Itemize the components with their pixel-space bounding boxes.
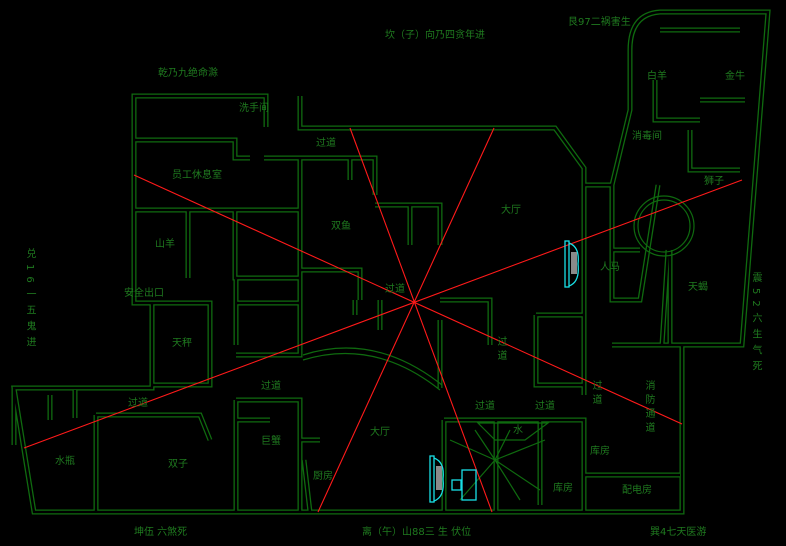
axis-line-n-s-2 <box>317 127 495 513</box>
room-kitchen: 厨房 <box>313 471 333 482</box>
label-north: 坎（子）向乃四贪年进 <box>385 30 485 41</box>
room-pisces: 双鱼 <box>331 221 351 232</box>
room-water: 水 <box>513 425 523 436</box>
label-southeast: 巽4七天医游 <box>650 527 707 538</box>
fixture-sofa-south <box>429 455 444 503</box>
label-northwest: 乾乃九绝命滁 <box>158 68 218 79</box>
axis-line-sw-ne <box>23 179 743 449</box>
room-aries: 白羊 <box>647 71 667 82</box>
room-hall-north: 大厅 <box>501 205 521 216</box>
fixture-desk <box>451 469 477 501</box>
room-taurus: 金牛 <box>725 71 745 82</box>
room-scorpio: 天蝎 <box>688 282 708 293</box>
room-corridor-4: 过道 <box>261 381 281 392</box>
room-corridor-8: 过道 <box>590 380 601 408</box>
label-southwest: 坤伍 六煞死 <box>134 527 188 538</box>
room-capricorn: 山羊 <box>155 239 175 250</box>
room-emergency-exit: 安全出口 <box>124 288 164 299</box>
room-hall-south: 大厅 <box>370 427 390 438</box>
bagua-axis-lines <box>23 127 743 513</box>
axis-line-nw-se <box>133 174 683 425</box>
label-east: 震52六生气死 <box>750 272 761 377</box>
room-gemini: 双子 <box>168 459 188 470</box>
room-corridor-2: 过道 <box>385 284 405 295</box>
round-room <box>633 195 695 257</box>
room-leo: 狮子 <box>704 176 724 187</box>
room-libra: 天秤 <box>172 338 192 349</box>
curved-corridor-arc <box>302 347 443 391</box>
stair-fan <box>449 422 550 501</box>
room-disinfection: 消毒间 <box>632 131 662 142</box>
fixture-sofa-north <box>564 240 579 288</box>
label-south: 离（午）山88三 生 伏位 <box>362 527 472 538</box>
room-washroom: 洗手间 <box>239 103 269 114</box>
axis-line-n-s-1 <box>349 127 493 513</box>
label-west: 兑16一五鬼进 <box>24 248 35 353</box>
room-corridor-6: 过道 <box>475 401 495 412</box>
room-cancer: 巨蟹 <box>261 436 281 447</box>
room-corridor-3: 过道 <box>495 336 506 364</box>
room-corridor-7: 过道 <box>535 401 555 412</box>
room-storage-1: 库房 <box>590 446 610 457</box>
walls <box>11 9 771 515</box>
label-northeast: 艮97二祸害生 <box>568 17 631 28</box>
room-corridor-1: 过道 <box>316 138 336 149</box>
room-corridor-5: 过道 <box>128 398 148 409</box>
room-staff-lounge: 员工休息室 <box>172 170 222 181</box>
round-room-inner <box>637 199 691 253</box>
room-fire-passage: 消防通道 <box>643 380 654 436</box>
room-storage-2: 库房 <box>553 483 573 494</box>
room-aquarius: 水瓶 <box>55 456 75 467</box>
room-power-room: 配电房 <box>622 485 652 496</box>
room-sagittarius: 人马 <box>600 262 620 273</box>
